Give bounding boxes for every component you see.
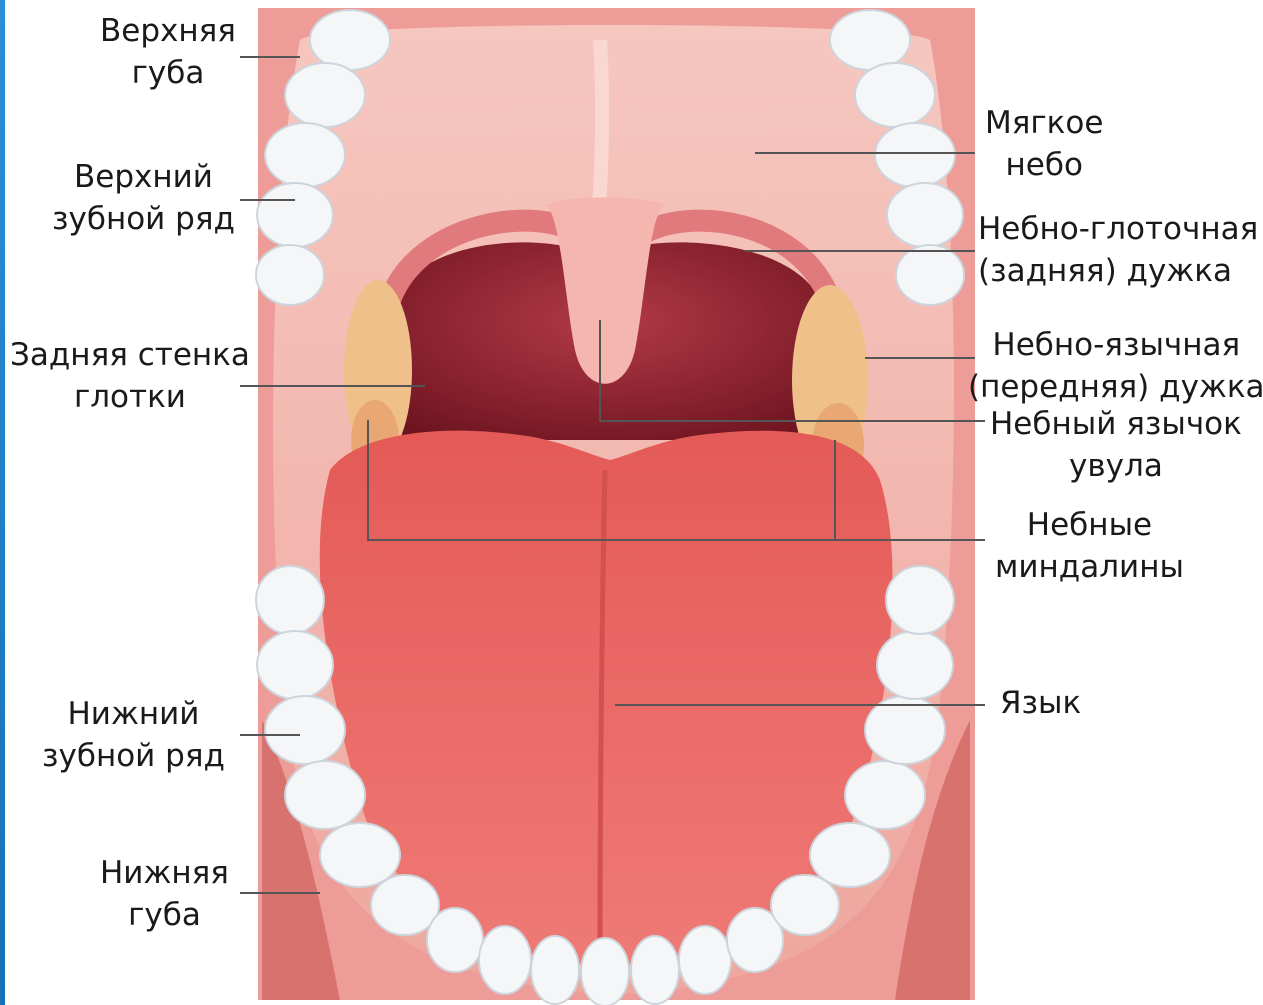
label-palatopharyngeal-arch: Небно-глоточная(задняя) дужка <box>978 208 1258 292</box>
label-palatoglossal-arch: Небно-язычная(передняя) дужка <box>968 324 1263 408</box>
label-tongue: Язык <box>1000 682 1081 724</box>
